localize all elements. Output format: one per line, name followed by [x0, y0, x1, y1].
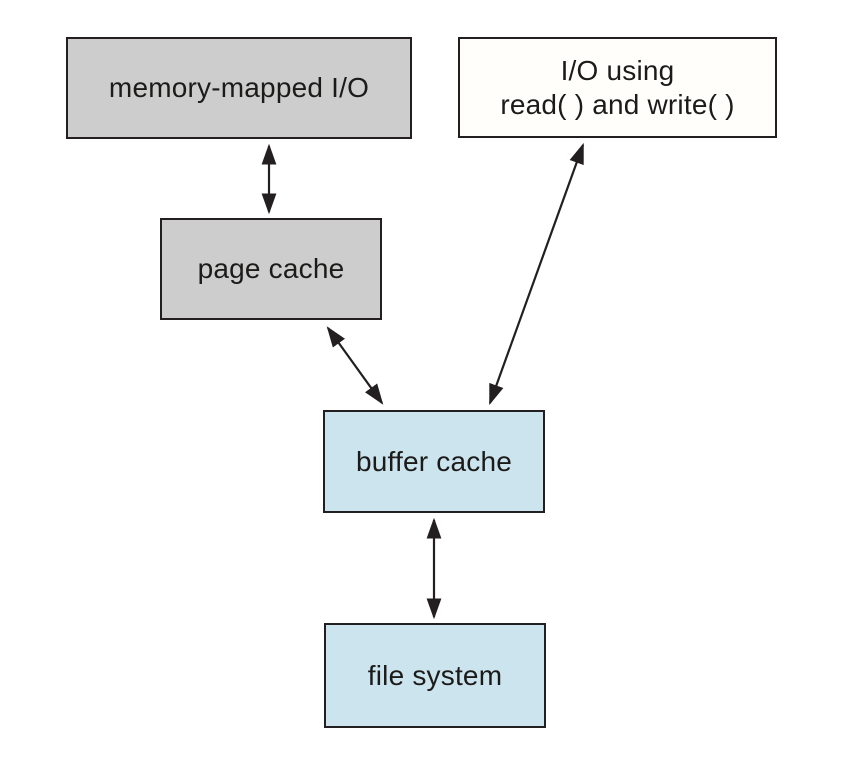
edge-io-read-write--buffer-cache: [488, 142, 585, 406]
node-page-cache: page cache: [160, 218, 382, 320]
node-file-system: file system: [324, 623, 546, 728]
node-page-cache-label: page cache: [197, 253, 345, 285]
node-buffer-cache-label: buffer cache: [356, 445, 512, 477]
node-memory-mapped-io-label: memory-mapped I/O: [108, 72, 370, 104]
node-io-read-write-label: I/O using read( ) and write( ): [500, 55, 735, 120]
node-file-system-label: file system: [367, 659, 503, 691]
node-io-read-write: I/O using read( ) and write( ): [458, 37, 777, 138]
node-memory-mapped-io: memory-mapped I/O: [66, 37, 412, 139]
edge-page-cache--buffer-cache: [326, 326, 384, 405]
node-buffer-cache: buffer cache: [323, 410, 545, 513]
